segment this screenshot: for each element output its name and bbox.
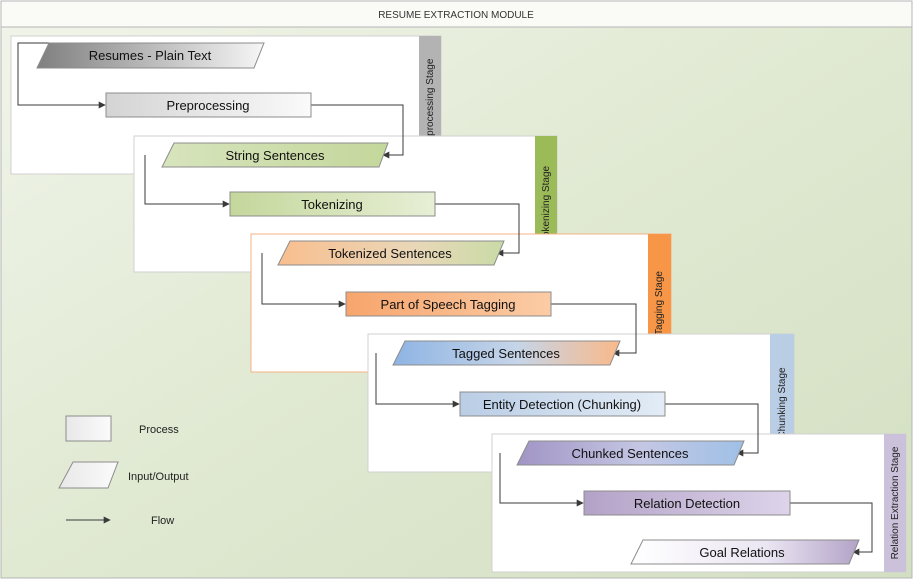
node-part-of-speech-tagging: Part of Speech Tagging xyxy=(345,291,552,317)
flow-relation-detection-to-goal-relations xyxy=(790,502,873,556)
svg-text:Tagged Sentences: Tagged Sentences xyxy=(452,346,560,361)
module-title: RESUME EXTRACTION MODULE xyxy=(378,10,534,21)
svg-text:Preprocessing: Preprocessing xyxy=(166,98,249,113)
node-goal-relations: Goal Relations xyxy=(630,539,860,565)
stage-label-tagging: Tagging Stage xyxy=(654,271,665,335)
flow-tokenized-sentences-to-pos-tagging xyxy=(261,253,346,308)
svg-text:Resumes - Plain Text: Resumes - Plain Text xyxy=(89,48,212,63)
svg-text:Entity Detection (Chunking): Entity Detection (Chunking) xyxy=(483,397,641,412)
stage-label-preprocessing: Preprocessing Stage xyxy=(425,58,436,151)
svg-text:Goal Relations: Goal Relations xyxy=(699,545,785,560)
node-tokenized-sentences: Tokenized Sentences xyxy=(277,240,505,266)
legend-process-symbol xyxy=(65,415,112,442)
flow-entity-detection-to-chunked-sentences xyxy=(665,403,759,457)
stage-label-relation: Relation Extraction Stage xyxy=(890,446,901,559)
legend-io-symbol xyxy=(58,461,119,489)
node-tokenizing: Tokenizing xyxy=(229,191,436,217)
flow-resumes-to-preprocessing xyxy=(17,42,106,109)
stage-label-tokenizing: Tokenizing Stage xyxy=(541,165,552,242)
svg-text:Tokenizing: Tokenizing xyxy=(301,197,362,212)
flow-chunked-sentences-to-relation-detection xyxy=(499,453,584,507)
legend-io-label: Input/Output xyxy=(128,471,189,483)
flow-pos-tagging-to-tagged-sentences xyxy=(551,303,637,357)
node-chunked-sentences: Chunked Sentences xyxy=(516,440,745,466)
title-bar xyxy=(0,0,913,28)
svg-text:Chunked Sentences: Chunked Sentences xyxy=(571,446,689,461)
stage-label-chunking: Chunking Stage xyxy=(777,367,788,439)
node-string-sentences: String Sentences xyxy=(161,142,389,168)
node-preprocessing: Preprocessing xyxy=(105,92,312,118)
flow-tagged-sentences-to-entity-detection xyxy=(375,353,460,408)
node-entity-detection: Entity Detection (Chunking) xyxy=(459,391,666,417)
svg-text:String Sentences: String Sentences xyxy=(225,148,325,163)
flow-tokenizing-to-tokenized-sentences xyxy=(435,203,520,257)
node-resumes-plain-text: Resumes - Plain Text xyxy=(36,42,265,69)
node-tagged-sentences: Tagged Sentences xyxy=(392,340,621,366)
legend: Process Input/Output Flow xyxy=(58,415,189,527)
legend-flow-label: Flow xyxy=(151,515,174,527)
flow-connectors xyxy=(17,42,873,556)
svg-text:Relation Detection: Relation Detection xyxy=(634,496,740,511)
node-relation-detection: Relation Detection xyxy=(583,490,791,516)
legend-process-label: Process xyxy=(139,424,179,436)
flow-string-sentences-to-tokenizing xyxy=(144,155,230,208)
flow-preprocessing-to-string-sentences xyxy=(311,104,404,159)
svg-text:Tokenized Sentences: Tokenized Sentences xyxy=(328,246,452,261)
svg-text:Part of Speech Tagging: Part of Speech Tagging xyxy=(381,297,516,312)
